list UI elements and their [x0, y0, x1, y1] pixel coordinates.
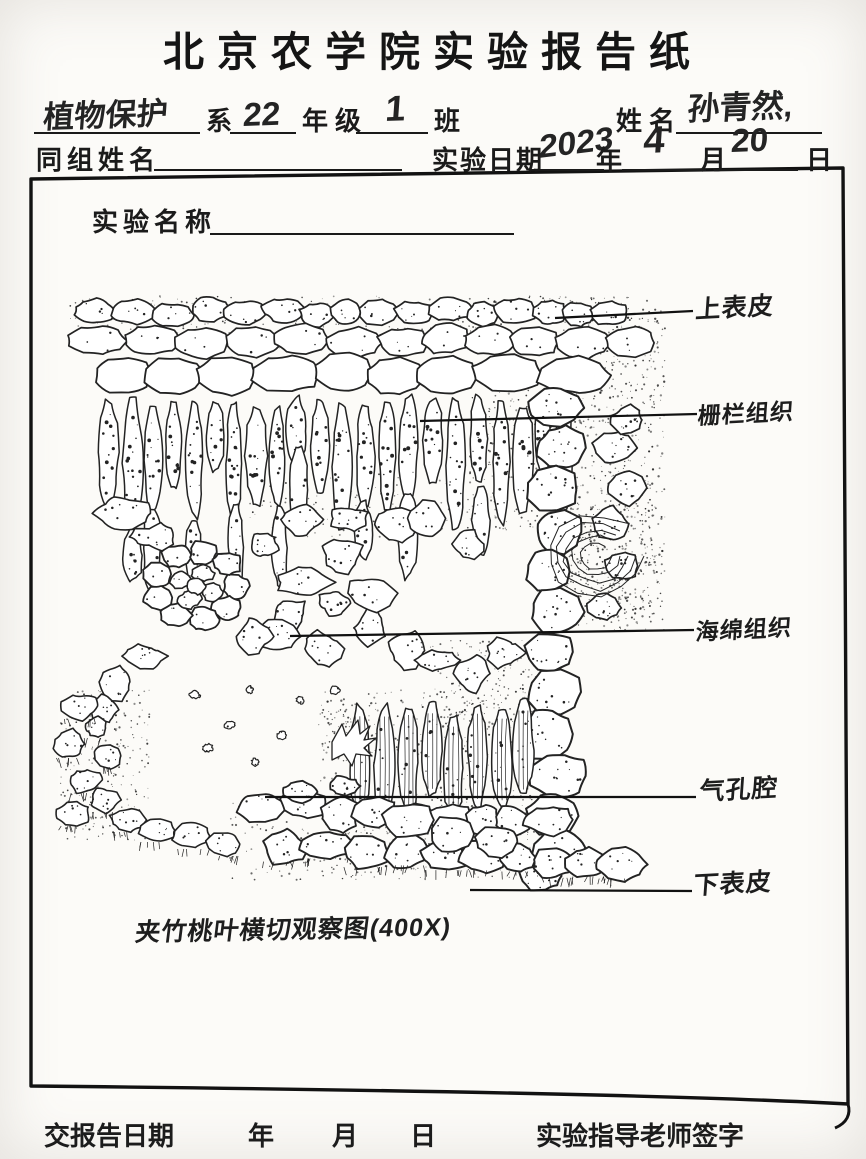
grade-underline — [230, 132, 296, 134]
figure-label-lower-epidermis: 下表皮 — [692, 867, 773, 900]
class-underline — [356, 132, 428, 134]
figure-label-spongy-tissue: 海绵组织 — [694, 613, 794, 645]
group-names-label: 同组姓名 — [36, 145, 161, 175]
figure-label-stomatal-cavity: 气孔腔 — [698, 773, 779, 806]
year-label: 年 — [596, 145, 623, 175]
figure-label-upper-epidermis: 上表皮 — [694, 291, 775, 324]
experiment-name-underline — [210, 233, 514, 235]
grade-value: 22 — [242, 94, 282, 134]
group-names-underline — [154, 169, 402, 171]
grade-label: 年级 — [302, 106, 369, 136]
month-value: 4 — [642, 119, 667, 163]
experiment-date-label: 实验日期 — [432, 145, 545, 175]
department-label: 系 — [206, 106, 233, 136]
experiment-name-label: 实验名称 — [92, 207, 217, 237]
class-value: 1 — [384, 87, 408, 130]
month-underline — [622, 169, 706, 171]
day-underline — [716, 169, 798, 171]
submit-date-label: 交报告日期 — [44, 1121, 175, 1151]
month-label: 月 — [700, 145, 727, 175]
page-title: 北京农学院实验报告纸 — [163, 29, 703, 75]
name-underline — [676, 132, 822, 134]
instructor-signature-label: 实验指导老师签字 — [536, 1121, 745, 1151]
figure-label-palisade-tissue: 栅栏组织 — [696, 397, 796, 429]
department-value: 植物保护 — [42, 95, 169, 136]
footer-day-label: 日 — [410, 1121, 437, 1151]
class-label: 班 — [434, 106, 461, 136]
footer-year-label: 年 — [248, 1121, 275, 1151]
footer-month-label: 月 — [332, 1121, 359, 1151]
day-value: 20 — [730, 120, 770, 160]
day-label: 日 — [806, 145, 833, 175]
name-label: 姓名 — [616, 106, 683, 136]
department-underline — [34, 132, 200, 134]
figure-caption: 夹竹桃叶横切观察图(400X) — [133, 913, 453, 947]
year-underline — [530, 169, 604, 171]
